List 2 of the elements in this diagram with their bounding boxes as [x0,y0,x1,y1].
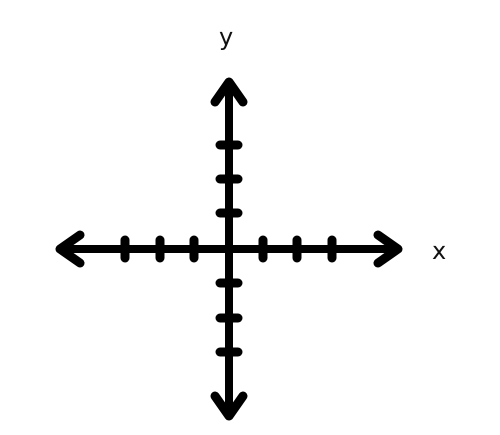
axis-label: x [432,238,446,264]
axis-label: y [219,24,234,50]
